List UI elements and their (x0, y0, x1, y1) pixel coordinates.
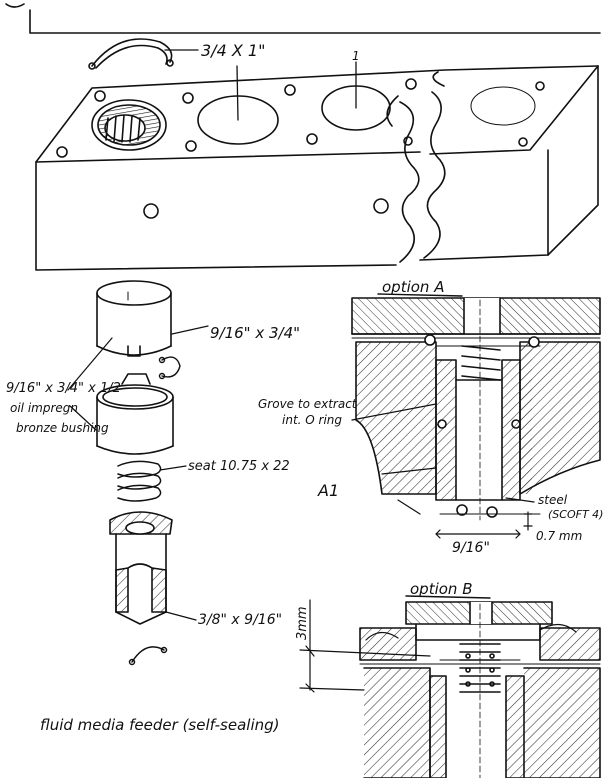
seat-dimension: seat 10.75 x 22 (188, 459, 290, 474)
option-b-section (359, 601, 601, 778)
groove-note-detail: int. O ring (282, 413, 342, 427)
top-face-ports (56, 78, 545, 219)
top-port-index: 1 (352, 49, 360, 63)
gap-dimension: 0.7 mm (536, 529, 582, 543)
bushing-dimension: 9/16" x 3/4" (210, 324, 300, 342)
bore-dimension: 9/16" (452, 540, 490, 556)
groove-note: Grove to extract (258, 397, 358, 411)
height-dimension: 3mm (295, 606, 310, 640)
option-a-underline (377, 293, 463, 297)
option-b-underline (405, 595, 491, 599)
top-port-dimension: 3/4 X 1" (201, 41, 265, 60)
steel-grade: (SCOFT 4) (548, 508, 603, 521)
drawing-caption: fluid media feeder (self-sealing) (40, 716, 280, 734)
snap-ring-top (88, 38, 174, 70)
bushing-clip (158, 356, 181, 380)
part-a1-label: A1 (317, 481, 339, 500)
lower-bushing (96, 373, 174, 455)
manifold-block (35, 65, 599, 271)
option-a-leaders (351, 403, 535, 539)
left-leaders (67, 325, 209, 621)
top-leaders (164, 49, 357, 121)
option-a-section (351, 297, 601, 521)
seal-ring-stack (117, 460, 162, 502)
option-b-title: option B (410, 580, 473, 598)
option-a-title: option A (382, 278, 444, 296)
steel-note: steel (538, 493, 568, 507)
bushing-spec: 9/16" x 3/4" x 1/2 (6, 381, 121, 396)
bushing-material: oil impregn (10, 401, 78, 415)
sheet-frame (5, 3, 601, 34)
bushing-type: bronze bushing (16, 421, 109, 435)
option-b-dimension (299, 599, 431, 693)
piston-dimension: 3/8" x 9/16" (198, 612, 282, 628)
upper-bushing (96, 280, 172, 357)
bottom-clip (128, 646, 168, 666)
feeder-piston (109, 511, 173, 625)
